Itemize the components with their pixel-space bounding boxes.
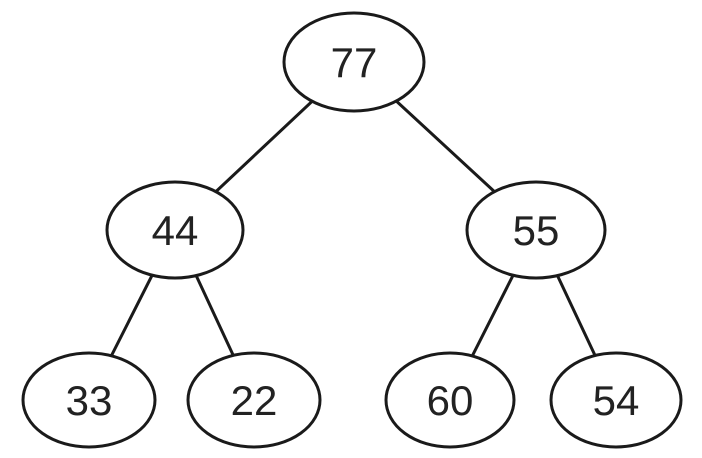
- tree-node-44: 44: [105, 180, 245, 280]
- node-ellipse: [465, 180, 607, 280]
- node-ellipse: [186, 351, 322, 449]
- node-ellipse: [105, 180, 245, 280]
- node-ellipse: [549, 351, 683, 449]
- node-label: 22: [231, 377, 278, 424]
- tree-node-77: 77: [282, 11, 426, 113]
- node-label: 60: [427, 377, 474, 424]
- node-label: 33: [66, 377, 113, 424]
- tree-node-55: 55: [465, 180, 607, 280]
- node-ellipse: [282, 11, 426, 113]
- tree-node-33: 33: [21, 351, 157, 449]
- node-ellipse: [21, 351, 157, 449]
- node-label: 54: [593, 377, 640, 424]
- node-label: 55: [513, 207, 560, 254]
- tree-node-22: 22: [186, 351, 322, 449]
- node-ellipse: [384, 351, 516, 449]
- tree-node-60: 60: [384, 351, 516, 449]
- node-label: 77: [331, 39, 378, 86]
- tree-node-54: 54: [549, 351, 683, 449]
- node-label: 44: [152, 207, 199, 254]
